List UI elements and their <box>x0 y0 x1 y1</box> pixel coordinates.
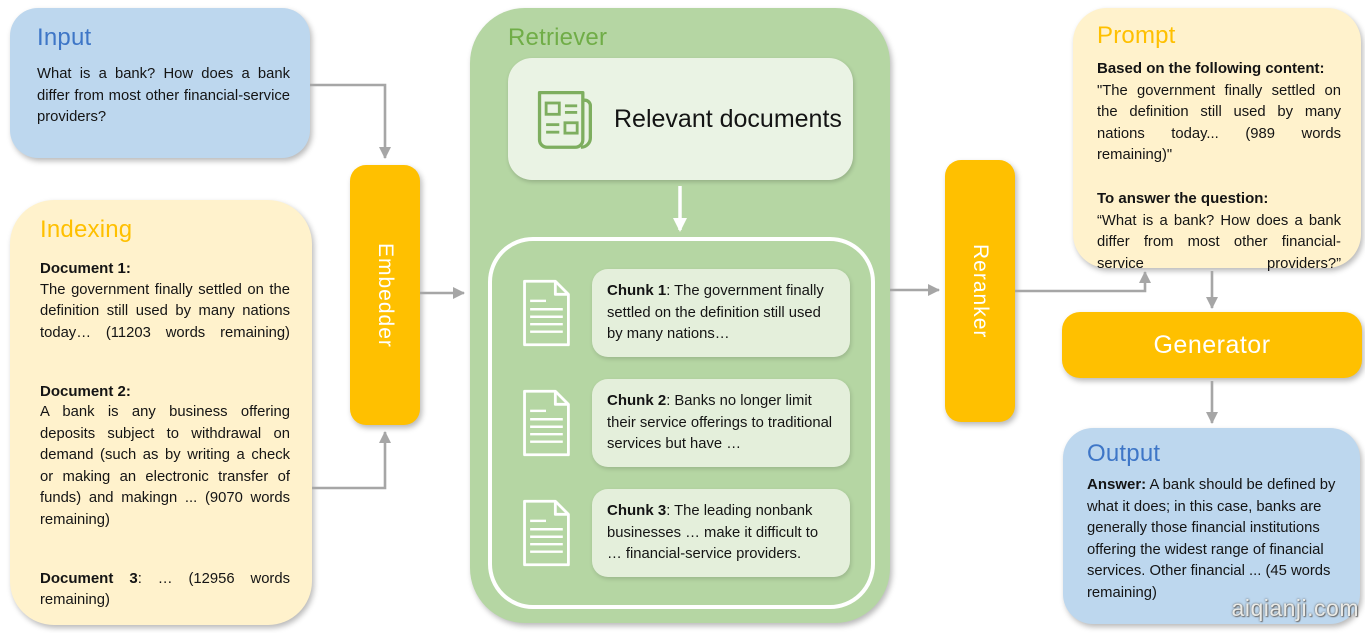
embedder-label: Embedder <box>374 242 397 348</box>
chunk-2-text: Chunk 2: Banks no longer limit their ser… <box>607 392 833 453</box>
chunk-2-box: Chunk 2: Banks no longer limit their ser… <box>592 379 850 467</box>
document-1-label: Document 1: <box>40 260 131 277</box>
document-2-label: Document 2: <box>40 382 131 400</box>
generator-label: Generator <box>1153 330 1271 359</box>
prompt-content-text: "The government finally settled on the d… <box>1097 82 1341 164</box>
newspaper-icon <box>537 91 592 149</box>
relevant-documents-box: Relevant documents <box>508 58 853 180</box>
chunk-row-2: Chunk 2: Banks no longer limit their ser… <box>492 379 871 467</box>
document-icon <box>523 279 570 347</box>
output-answer-text: A bank should be defined by what it does… <box>1087 477 1336 601</box>
prompt-question-text: “What is a bank? How does a bank differ … <box>1097 212 1341 272</box>
chunk-row-3: Chunk 3: The leading nonbank businesses … <box>492 489 871 577</box>
output-answer-label: Answer: <box>1087 476 1147 493</box>
document-2-text: A bank is any business offering deposits… <box>40 404 290 528</box>
chunk-3-label: Chunk 3 <box>607 502 667 520</box>
input-question-text: What is a bank? How does a bank differ f… <box>37 66 290 125</box>
retriever-box: Retriever Relevant documents <box>470 8 890 623</box>
chunk-1-text: Chunk 1: The government finally settled … <box>607 282 824 343</box>
document-3-label: Document 3 <box>40 569 138 587</box>
prompt-title: Prompt <box>1097 22 1176 49</box>
document-2: Document 2: A bank is any business offeri… <box>40 381 290 553</box>
chunk-3-text: Chunk 3: The leading nonbank businesses … <box>607 502 819 563</box>
retriever-title: Retriever <box>508 24 608 51</box>
reranker-label: Reranker <box>969 243 992 339</box>
indexing-title: Indexing <box>40 216 133 243</box>
prompt-content-label: Based on the following content: <box>1097 60 1325 77</box>
input-title: Input <box>37 24 92 51</box>
embedder-node: Embedder <box>350 165 420 425</box>
document-3-text: : … (12956 words remaining) <box>40 570 290 609</box>
document-icon <box>523 389 570 457</box>
chunk-1-label: Chunk 1 <box>607 282 667 300</box>
prompt-box: Prompt Based on the following content: "… <box>1073 8 1361 272</box>
output-title: Output <box>1087 440 1161 467</box>
input-box: Input What is a bank? How does a bank di… <box>10 8 310 158</box>
prompt-question-label: To answer the question: <box>1097 190 1269 207</box>
arrow-indexing-to-embedder <box>312 431 391 490</box>
arrow-input-to-embedder <box>310 83 391 159</box>
chunks-container: Chunk 1: The government finally settled … <box>488 237 875 609</box>
chunk-2-label: Chunk 2 <box>607 392 667 410</box>
chunk-3-box: Chunk 3: The leading nonbank businesses … <box>592 489 850 577</box>
chunk-row-1: Chunk 1: The government finally settled … <box>492 269 871 357</box>
document-icon <box>523 499 570 567</box>
document-1-text: The government finally settled on the de… <box>40 281 290 341</box>
watermark: aiqianji.com <box>1231 595 1359 621</box>
document-3: Document 3: … (12956 words remaining) <box>40 568 290 633</box>
output-box: Output Answer: A bank should be defined … <box>1063 428 1360 624</box>
reranker-node: Reranker <box>945 160 1015 422</box>
relevant-documents-label: Relevant documents <box>614 104 842 133</box>
document-1: Document 1: The government finally settle… <box>40 258 290 366</box>
generator-node: Generator <box>1062 312 1362 378</box>
chunk-1-box: Chunk 1: The government finally settled … <box>592 269 850 357</box>
indexing-box: Indexing Document 1: The government final… <box>10 200 312 625</box>
output-answer: Answer: A bank should be defined by what… <box>1087 474 1344 604</box>
